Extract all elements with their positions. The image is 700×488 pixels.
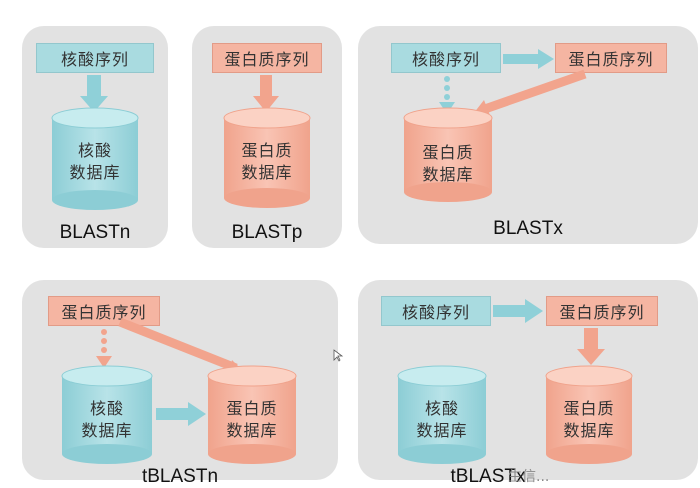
- protein-seq-box: 蛋白质序列: [546, 296, 658, 326]
- protein-db-label: 蛋白质 数据库: [241, 141, 293, 182]
- nucleotide-db-label: 核酸 数据库: [69, 141, 121, 182]
- right-arrow: [156, 402, 206, 426]
- caption-blastn: BLASTn: [59, 222, 131, 243]
- down-arrow: [577, 328, 605, 365]
- protein-db-label: 蛋白质 数据库: [226, 399, 278, 440]
- nucleotide-database-cylinder: [397, 365, 487, 464]
- protein-db-label: 蛋白质 数据库: [563, 399, 615, 440]
- protein-database-cylinder: [223, 107, 311, 208]
- nucleotide-database-cylinder: [61, 365, 153, 464]
- protein-database-cylinder: [545, 365, 633, 464]
- right-arrow: [503, 49, 554, 69]
- nucleotide-db-label: 核酸 数据库: [81, 399, 133, 440]
- down-arrow: [80, 75, 108, 112]
- protein-seq-box: 蛋白质序列: [48, 296, 160, 326]
- cursor-icon: [333, 349, 344, 362]
- right-arrow: [493, 299, 543, 323]
- caption-blastp: BLASTp: [231, 222, 303, 243]
- protein-db-label: 蛋白质 数据库: [422, 143, 474, 184]
- dotted-arrow: [96, 329, 112, 368]
- protein-seq-box: 蛋白质序列: [555, 43, 667, 73]
- diagonal-arrow: [470, 69, 587, 118]
- nucleotide-seq-box: 核酸序列: [391, 43, 501, 73]
- watermark: 生信...: [508, 469, 550, 485]
- dotted-arrow: [439, 76, 455, 114]
- caption-blastx: BLASTx: [493, 218, 563, 239]
- down-arrow: [253, 75, 279, 112]
- nucleotide-database-cylinder: [51, 107, 139, 210]
- nucleotide-db-label: 核酸 数据库: [416, 399, 468, 440]
- protein-database-cylinder: [403, 107, 493, 202]
- nucleotide-seq-box: 核酸序列: [381, 296, 491, 326]
- protein-database-cylinder: [207, 365, 297, 464]
- protein-seq-box: 蛋白质序列: [212, 43, 322, 73]
- nucleotide-seq-box: 核酸序列: [36, 43, 154, 73]
